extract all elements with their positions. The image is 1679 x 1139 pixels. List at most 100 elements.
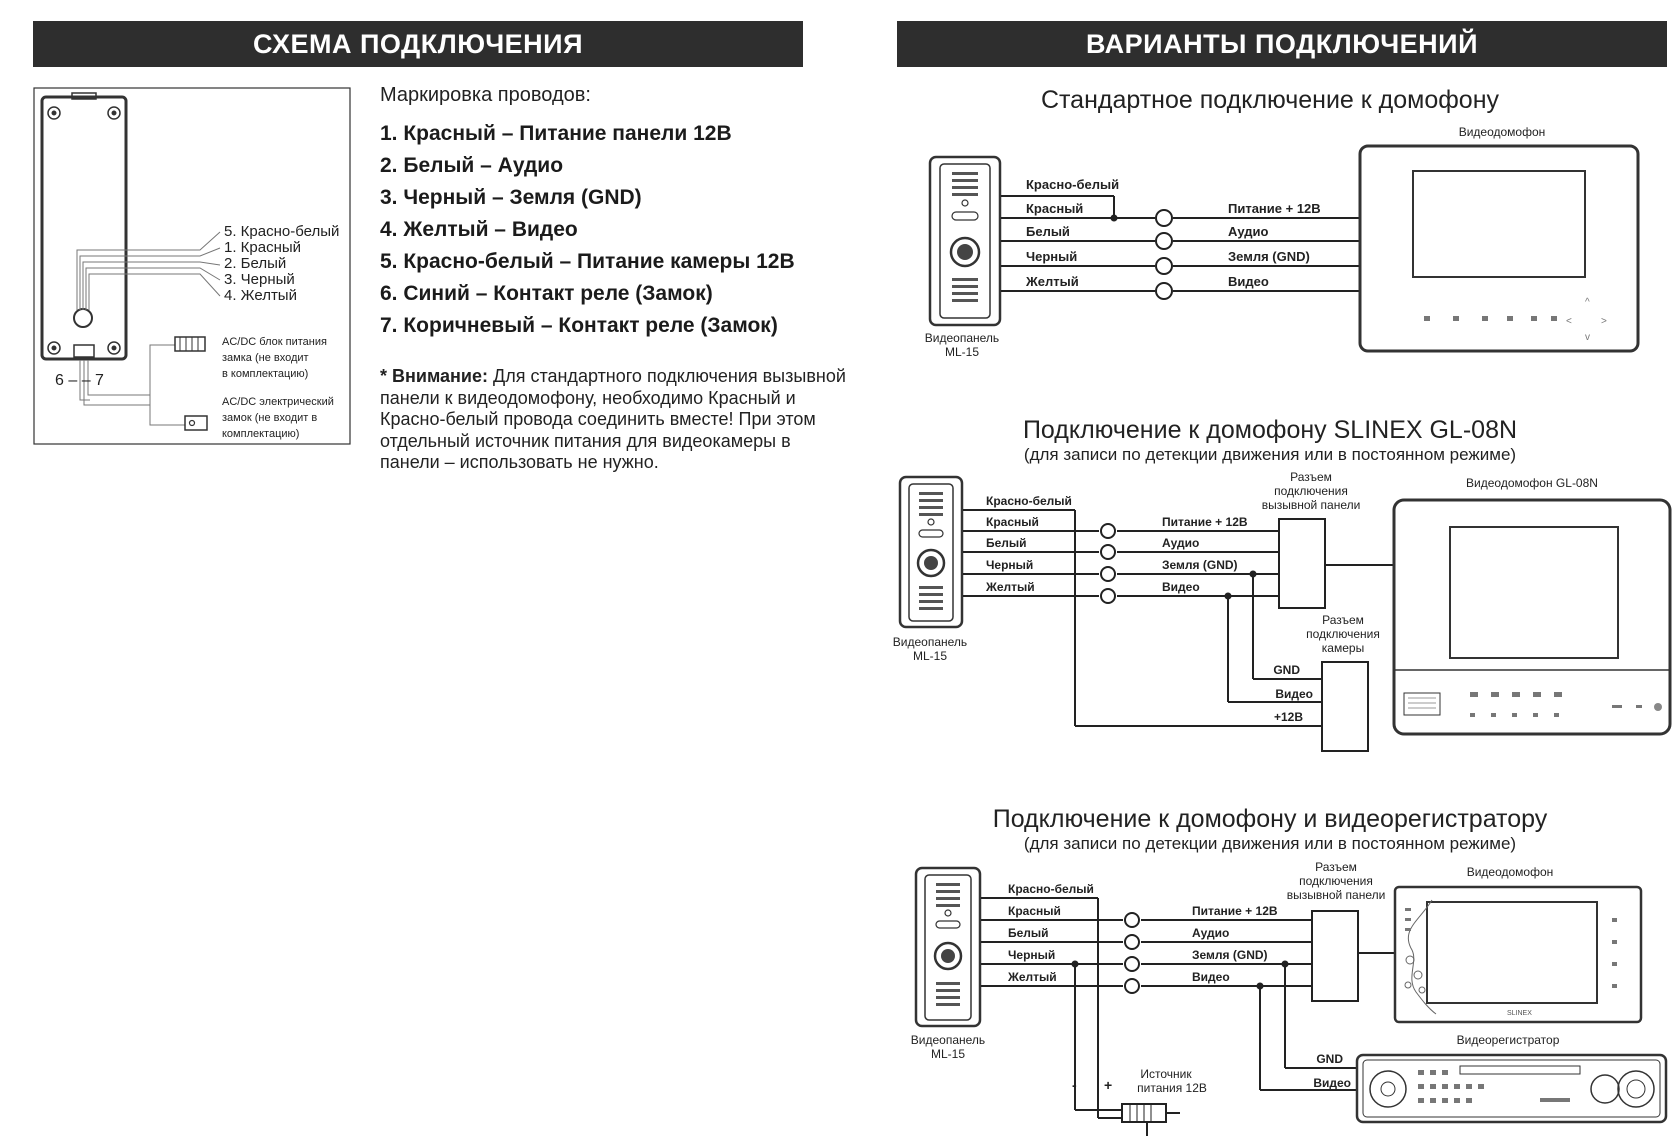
video-intercom-icon: SLINEX — [1393, 885, 1643, 1024]
psu-note: AC/DC блок питания — [222, 336, 327, 348]
legend-item: 3. Черный – Земля (GND) — [380, 186, 642, 209]
signal-label: Земля (GND) — [1228, 249, 1310, 264]
wire-legend: 1. Красный – Питание панели 12В 2. Белый… — [380, 118, 795, 342]
panel-connector-block — [1311, 910, 1359, 1002]
panel-connector-block — [1278, 518, 1326, 609]
signal-label: Аудио — [1162, 536, 1199, 550]
wire-label: Красный — [1026, 201, 1083, 216]
wire-label: Белый — [1026, 224, 1070, 239]
connector-label: подключения — [1306, 627, 1380, 641]
cable-hole — [73, 308, 93, 328]
pin-label: Видео — [1275, 687, 1313, 701]
psu-plus-label: + — [1104, 1077, 1112, 1093]
monitor-label: Видеодомофон — [1467, 865, 1554, 879]
pin-label: GND — [1273, 663, 1300, 677]
panel-label: Видеопанель — [893, 635, 967, 649]
screw-icon — [47, 341, 61, 355]
svg-text:v: v — [1585, 332, 1590, 343]
power-adapter-icon — [174, 336, 206, 352]
connector-icon — [1155, 232, 1173, 250]
section2-subtitle: (для записи по детекции движения или в п… — [1023, 445, 1517, 464]
signal-label: Земля (GND) — [1162, 558, 1238, 572]
signal-label: Аудио — [1192, 926, 1229, 940]
panel-back — [40, 95, 128, 361]
wire-label: Черный — [1008, 948, 1055, 962]
pin-label: GND — [1316, 1052, 1343, 1066]
wire-label: Желтый — [1007, 970, 1057, 984]
screw-icon — [47, 106, 61, 120]
psu-note: замка (не входит — [222, 352, 309, 364]
connector-label: подключения — [1299, 874, 1373, 888]
panel-label: ML-15 — [931, 1047, 965, 1061]
connector-label: камеры — [1322, 641, 1364, 655]
lock-note: AC/DC электрический — [222, 396, 334, 408]
legend-item: 7. Коричневый – Контакт реле (Замок) — [380, 314, 778, 337]
wire-label: 4. Желтый — [224, 287, 297, 304]
connector-icon — [1100, 544, 1116, 560]
recorder-label: Видеорегистратор — [1457, 1033, 1560, 1047]
dvr-icon — [1355, 1053, 1668, 1124]
screw-icon — [107, 106, 121, 120]
svg-text:>: > — [1601, 316, 1607, 327]
psu-label: питания 12В — [1137, 1081, 1207, 1095]
panel-label: Видеопанель — [925, 331, 999, 345]
connector-label: Разъем — [1315, 860, 1357, 874]
panel-label: ML-15 — [945, 345, 979, 359]
screw-icon — [51, 110, 57, 116]
lock-note: комплектацию) — [222, 428, 299, 440]
connector-icon — [1100, 566, 1116, 582]
warning-label: * Внимание: — [380, 366, 488, 386]
section3-title: Подключение к домофону и видеорегистрато… — [992, 805, 1548, 833]
signal-label: Видео — [1192, 970, 1230, 984]
wire-label: Красно-белый — [986, 494, 1072, 508]
connector-label: вызывной панели — [1287, 888, 1386, 902]
screw-icon — [107, 341, 121, 355]
call-panel-icon — [898, 475, 964, 629]
section1-title: Стандартное подключение к домофону — [1040, 86, 1500, 114]
video-intercom-icon: ^ < > v — [1358, 144, 1640, 353]
power-adapter-icon — [1121, 1103, 1180, 1136]
monitor-label: Видеодомофон GL-08N — [1466, 476, 1598, 490]
wire-label: 3. Черный — [224, 271, 295, 288]
signal-label: Питание + 12В — [1228, 201, 1321, 216]
brand-logo: SLINEX — [1507, 1010, 1532, 1017]
wire-label: Черный — [986, 558, 1033, 572]
camera-connector-block — [1321, 661, 1369, 752]
wire-label: 1. Красный — [224, 239, 301, 256]
pin-label: +12В — [1274, 710, 1303, 724]
relay-pins-label: 6 – – 7 — [55, 372, 104, 389]
legend-item: 1. Красный – Питание панели 12В — [380, 122, 732, 145]
wire-label: Красный — [1008, 904, 1061, 918]
panel-label: ML-15 — [913, 649, 947, 663]
signal-label: Питание + 12В — [1192, 904, 1278, 918]
wire-label: 5. Красно-белый — [224, 223, 339, 240]
wire-label: Красно-белый — [1008, 882, 1094, 896]
left-wiring-diagram — [33, 87, 351, 445]
wire-label: Белый — [1008, 926, 1049, 940]
monitor-label: Видеодомофон — [1459, 125, 1546, 139]
wire-label: Красно-белый — [1026, 177, 1119, 192]
signal-label: Видео — [1228, 274, 1269, 289]
pin-label: Видео — [1313, 1076, 1351, 1090]
legend-item: 4. Желтый – Видео — [380, 218, 578, 241]
psu-label: Источник — [1140, 1067, 1192, 1081]
electric-lock-icon — [184, 415, 208, 431]
warning-note: * Внимание: Для стандартного подключения… — [380, 366, 850, 474]
call-panel-icon — [914, 866, 982, 1028]
section3-diagram: Красно-белый Красный Белый Черный Желтый… — [911, 860, 1668, 1136]
psu-note: в комплектацию) — [222, 368, 308, 380]
wire-label: Желтый — [985, 580, 1035, 594]
connector-label: подключения — [1274, 484, 1348, 498]
signal-label: Питание + 12В — [1162, 515, 1248, 529]
connector-icon — [1100, 588, 1116, 604]
wire-label: 2. Белый — [224, 255, 286, 272]
screw-icon — [111, 110, 117, 116]
connector-icon — [1100, 523, 1116, 539]
warning-text: Для стандартного подключения вызывной па… — [380, 366, 846, 472]
connector-icon — [1155, 257, 1173, 275]
connector-icon — [1124, 934, 1140, 950]
right-header: ВАРИАНТЫ ПОДКЛЮЧЕНИЙ — [897, 21, 1667, 67]
legend-intro: Маркировка проводов: — [380, 84, 591, 106]
wire-label: Черный — [1026, 249, 1077, 264]
